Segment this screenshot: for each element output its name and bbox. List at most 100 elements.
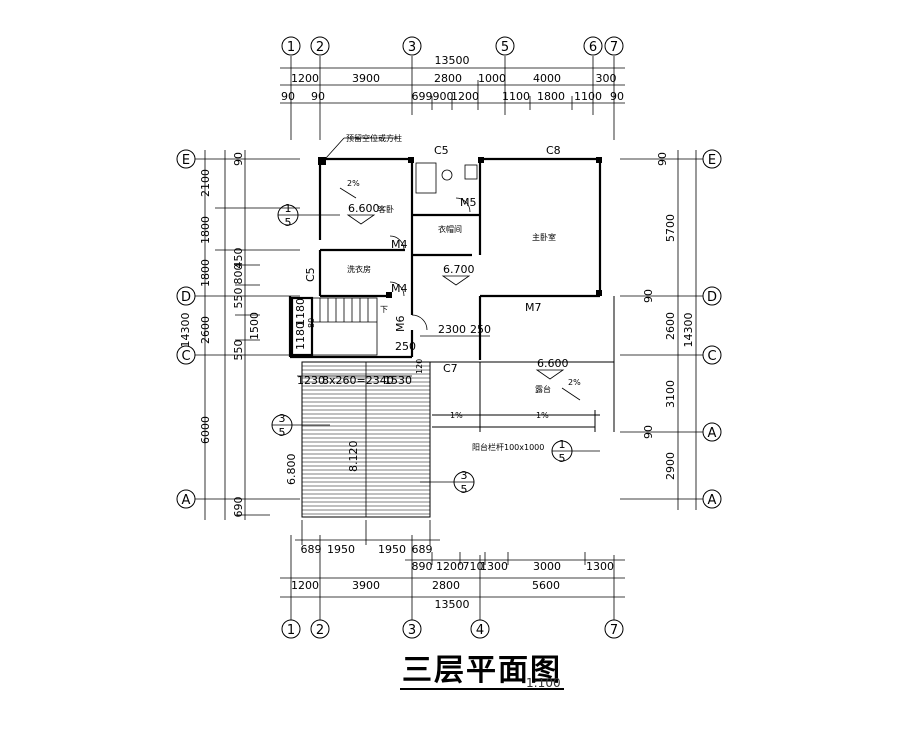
svg-text:300: 300 [596, 72, 617, 85]
svg-text:250: 250 [395, 340, 416, 353]
top-dimensions: 13500 1200 3900 2800 1000 4000 300 90 90… [280, 54, 625, 140]
svg-text:450: 450 [232, 248, 245, 269]
svg-text:90: 90 [610, 90, 624, 103]
svg-text:3: 3 [279, 412, 286, 425]
svg-text:1%: 1% [536, 411, 549, 420]
svg-text:3900: 3900 [352, 72, 380, 85]
svg-text:1100: 1100 [574, 90, 602, 103]
svg-text:C: C [181, 349, 190, 364]
svg-text:90: 90 [656, 152, 669, 166]
svg-text:C5: C5 [434, 144, 449, 157]
rail-note: 阳台栏杆100x1000 [472, 442, 544, 452]
svg-text:710: 710 [463, 560, 484, 573]
svg-text:1180: 1180 [294, 298, 307, 326]
svg-text:M4: M4 [391, 238, 408, 251]
slopes: 2% 2% 1% 1% [339, 179, 581, 420]
svg-text:3900: 3900 [352, 579, 380, 592]
svg-text:2600: 2600 [199, 316, 212, 344]
svg-text:5700: 5700 [664, 214, 677, 242]
svg-text:1230: 1230 [297, 374, 325, 387]
svg-text:2300: 2300 [438, 323, 466, 336]
svg-text:1200: 1200 [291, 72, 319, 85]
svg-text:1800: 1800 [199, 259, 212, 287]
svg-text:14300: 14300 [682, 313, 695, 348]
svg-text:6.600: 6.600 [537, 357, 569, 370]
svg-text:A: A [708, 426, 717, 441]
svg-text:13500: 13500 [435, 598, 470, 611]
svg-text:2%: 2% [568, 378, 581, 387]
svg-text:7: 7 [610, 623, 618, 638]
axis-label: 6 [589, 40, 597, 55]
svg-text:5: 5 [285, 216, 292, 229]
svg-text:2800: 2800 [434, 72, 462, 85]
svg-text:2900: 2900 [664, 452, 677, 480]
svg-text:2100: 2100 [199, 169, 212, 197]
svg-text:90: 90 [642, 425, 655, 439]
svg-text:1800: 1800 [199, 216, 212, 244]
svg-text:2: 2 [316, 623, 324, 638]
svg-text:699: 699 [412, 90, 433, 103]
bottom-axis-bubbles: 1 2 3 4 7 [281, 619, 624, 639]
svg-text:3000: 3000 [533, 560, 561, 573]
svg-text:1200: 1200 [436, 560, 464, 573]
svg-text:1100: 1100 [502, 90, 530, 103]
svg-text:下: 下 [380, 305, 388, 314]
svg-text:M7: M7 [525, 301, 542, 314]
drawing-title: 三层平面图 [400, 653, 564, 690]
building-walls [288, 157, 615, 432]
svg-text:5: 5 [279, 426, 286, 439]
svg-text:550: 550 [232, 340, 245, 361]
axis-label: 5 [501, 40, 509, 55]
svg-text:6000: 6000 [199, 416, 212, 444]
svg-text:C8: C8 [546, 144, 561, 157]
svg-text:14300: 14300 [179, 313, 192, 348]
svg-text:800: 800 [232, 264, 245, 285]
svg-text:1300: 1300 [480, 560, 508, 573]
levels: 6.600 6.700 6.600 8.120 6.800 [285, 202, 569, 485]
svg-text:5600: 5600 [532, 579, 560, 592]
svg-text:900: 900 [433, 90, 454, 103]
svg-text:5: 5 [461, 483, 468, 496]
svg-text:1800: 1800 [537, 90, 565, 103]
svg-text:客卧: 客卧 [378, 204, 394, 214]
svg-text:6.700: 6.700 [443, 263, 475, 276]
axis-label: 7 [610, 40, 618, 55]
svg-text:A: A [708, 493, 717, 508]
svg-text:1180: 1180 [294, 322, 307, 350]
svg-text:120: 120 [415, 359, 424, 374]
svg-text:D: D [181, 290, 191, 305]
axis-label: 3 [408, 40, 416, 55]
svg-text:1: 1 [285, 202, 292, 215]
svg-text:E: E [182, 153, 190, 168]
svg-text:690: 690 [232, 497, 245, 518]
svg-text:90: 90 [281, 90, 295, 103]
svg-text:3: 3 [461, 469, 468, 482]
svg-text:550: 550 [232, 288, 245, 309]
svg-text:衣帽间: 衣帽间 [438, 224, 462, 234]
stair-dims: 1180 1180 1230 8x260=2340 1530 2300 250 … [294, 298, 491, 387]
svg-text:2600: 2600 [664, 312, 677, 340]
svg-text:M4: M4 [391, 282, 408, 295]
scale-fragment: 1:100 [526, 676, 561, 690]
svg-text:90: 90 [232, 152, 245, 166]
room-labels: 客卧 衣帽间 主卧室 洗衣房 露台 预留空位或方柱 [325, 133, 556, 394]
svg-text:M5: M5 [460, 196, 477, 209]
svg-text:3: 3 [408, 623, 416, 638]
svg-text:2%: 2% [347, 179, 360, 188]
svg-text:4000: 4000 [533, 72, 561, 85]
svg-text:A: A [182, 493, 191, 508]
svg-text:90: 90 [311, 90, 325, 103]
svg-text:主卧室: 主卧室 [532, 232, 556, 242]
svg-text:1530: 1530 [384, 374, 412, 387]
svg-text:689: 689 [301, 543, 322, 556]
svg-text:80: 80 [307, 318, 316, 328]
svg-text:1950: 1950 [327, 543, 355, 556]
left-axis-bubbles: E D C A [176, 149, 196, 509]
bottom-dimensions: 689 1950 1950 689 890 1200 710 1300 3000… [280, 520, 625, 620]
svg-text:1300: 1300 [586, 560, 614, 573]
right-dimensions: 5700 2600 3100 2900 14300 90 90 90 [620, 150, 703, 510]
svg-text:1200: 1200 [451, 90, 479, 103]
svg-text:C: C [707, 349, 716, 364]
svg-text:D: D [707, 290, 717, 305]
